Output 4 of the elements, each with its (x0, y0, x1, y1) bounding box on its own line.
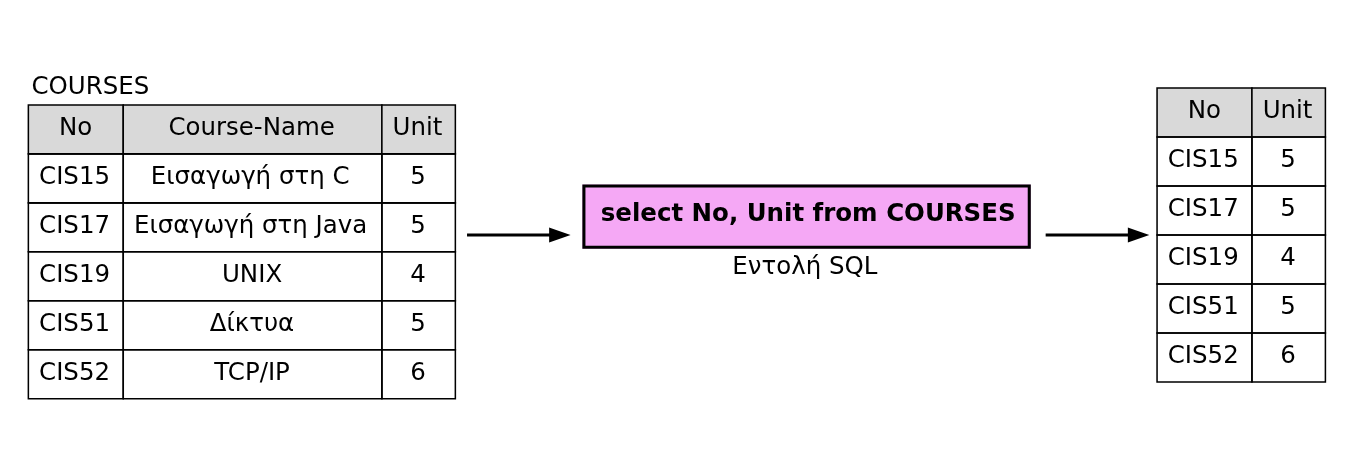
node-label: COURSES (31, 70, 150, 100)
node-label: Εντολή SQL (732, 251, 878, 281)
arrow (467, 227, 571, 243)
arrow (1045, 227, 1150, 243)
